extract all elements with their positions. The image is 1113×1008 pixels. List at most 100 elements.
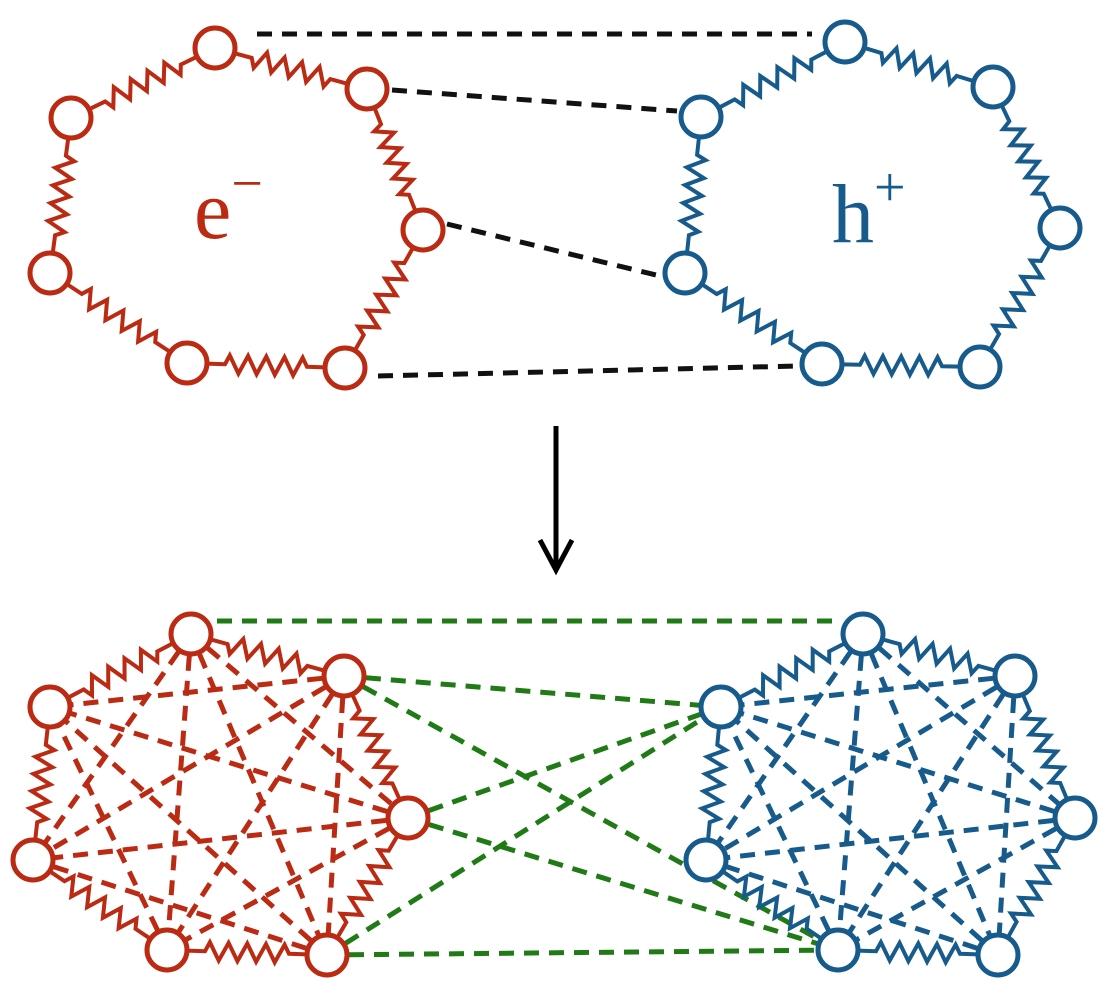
- bottom-electron-bead: [27, 684, 73, 730]
- bottom-hole-bead: [698, 684, 744, 730]
- bottom-electron-spring: [186, 937, 308, 967]
- bottom-hole-bead: [815, 927, 861, 973]
- bottom-interaction-line: [365, 675, 700, 708]
- top-hole-bead: [678, 94, 724, 140]
- hole-label: h+: [832, 157, 906, 261]
- top-electron-bead: [322, 345, 368, 391]
- bottom-hole-bead: [992, 653, 1038, 699]
- bottom-electron-bead: [304, 932, 350, 978]
- top-electron-spring: [233, 48, 349, 91]
- transition-arrow: [537, 426, 575, 576]
- top-electron-bead: [192, 25, 238, 71]
- bottom-hole-spring: [857, 937, 979, 967]
- bottom-hole-intra-lines: [716, 646, 1061, 951]
- bottom-hole-intra-line: [837, 655, 864, 929]
- bottom-hole-spring: [697, 726, 731, 841]
- bottom-interaction-line: [344, 716, 704, 946]
- top-electron-spring: [43, 137, 79, 254]
- top-electron-ring-springs: [43, 48, 418, 380]
- bottom-electron-intra-line: [70, 711, 388, 814]
- bottom-electron-intra-lines: [43, 646, 393, 951]
- top-hole-ring-beads: [662, 19, 1083, 390]
- bottom-interaction-line: [428, 822, 818, 946]
- bottom-electron-intra-line: [53, 864, 307, 951]
- bottom-electron-ring-beads: [10, 611, 431, 978]
- top-electron-spring: [88, 54, 198, 112]
- top-electron-spring: [353, 246, 415, 352]
- top-electron-bead: [164, 340, 210, 386]
- bottom-electron-bead: [168, 611, 214, 657]
- bottom-hole-intra-line: [855, 826, 1058, 942]
- top-electron-bead: [400, 207, 446, 253]
- hole-label-base: h: [832, 168, 874, 261]
- bottom-electron-spring: [25, 726, 59, 841]
- bottom-electron-bead: [144, 927, 190, 973]
- bottom-hole-bead: [975, 932, 1021, 978]
- top-hole-spring: [999, 104, 1054, 211]
- bottom-hole-bead: [683, 837, 729, 883]
- bottom-electron-spring: [349, 693, 402, 801]
- top-hole-ring-springs: [676, 43, 1054, 380]
- top-interaction-line: [377, 363, 798, 379]
- bottom-hole-spring: [721, 869, 823, 941]
- bottom-electron-bead: [10, 837, 56, 883]
- top-hole-bead: [970, 64, 1016, 110]
- electron-label-base: e: [194, 164, 231, 257]
- bottom-hole-intra-line: [728, 725, 831, 932]
- bottom-hole-intra-line: [996, 697, 1017, 934]
- bottom-hole-ring-springs: [697, 634, 1070, 967]
- bottom-electron-intra-line: [166, 655, 192, 929]
- bottom-hole-ring-beads: [683, 611, 1098, 978]
- top-hole-bead: [662, 250, 708, 296]
- bottom-hole-intra-line: [741, 711, 1055, 814]
- top-interaction-lines: [257, 31, 812, 379]
- top-electron-spring: [206, 350, 326, 380]
- bottom-electron-intra-line: [57, 725, 160, 932]
- top-hole-spring: [676, 136, 711, 254]
- bottom-electron-intra-line: [43, 650, 181, 844]
- bottom-hole-intra-line: [723, 685, 998, 851]
- bottom-electron-intra-line: [54, 817, 387, 861]
- bottom-electron-spring: [209, 634, 326, 678]
- top-electron-bead: [344, 66, 390, 112]
- top-hole-bead: [1037, 205, 1083, 251]
- top-electron-spring: [65, 282, 172, 354]
- top-electron-bead: [27, 250, 73, 296]
- top-electron-bead: [48, 95, 94, 141]
- top-electron-ring-beads: [27, 25, 446, 391]
- top-hole-spring: [841, 351, 961, 380]
- bottom-electron-intra-line: [64, 719, 313, 943]
- top-panel-exciton: e− h+: [27, 19, 1083, 391]
- bottom-electron-intra-line: [197, 653, 321, 936]
- bottom-hole-spring: [1018, 693, 1070, 801]
- hole-label-sup: +: [874, 157, 906, 219]
- bottom-electron-bead: [321, 653, 367, 699]
- top-hole-spring: [863, 43, 975, 88]
- bottom-hole-intra-line: [716, 650, 853, 844]
- bottom-electron-spring: [335, 834, 400, 939]
- bottom-electron-bead: [385, 795, 431, 841]
- electron-label: e−: [194, 153, 263, 257]
- top-hole-bead: [799, 341, 845, 387]
- top-electron-spring: [369, 106, 418, 213]
- bottom-electron-ring-springs: [25, 634, 402, 967]
- bottom-hole-intra-line: [877, 646, 1061, 806]
- top-hole-bead: [957, 344, 1003, 390]
- bottom-electron-intra-line: [71, 675, 323, 708]
- bottom-electron-spring: [48, 869, 152, 941]
- arrow-head: [537, 538, 575, 576]
- bottom-hole-spring: [881, 634, 997, 678]
- bottom-electron-spring: [66, 641, 175, 700]
- bottom-hole-bead: [840, 611, 886, 657]
- top-hole-spring: [700, 282, 807, 355]
- bottom-hole-intra-line: [726, 864, 978, 951]
- bottom-hole-intra-line: [727, 818, 1054, 860]
- electron-label-sup: −: [231, 153, 263, 215]
- bottom-hole-bead: [1052, 795, 1098, 841]
- bottom-panel-exciton: [10, 611, 1098, 978]
- bottom-hole-intra-line: [735, 719, 984, 943]
- top-interaction-line: [391, 87, 678, 114]
- bottom-hole-spring: [737, 641, 847, 700]
